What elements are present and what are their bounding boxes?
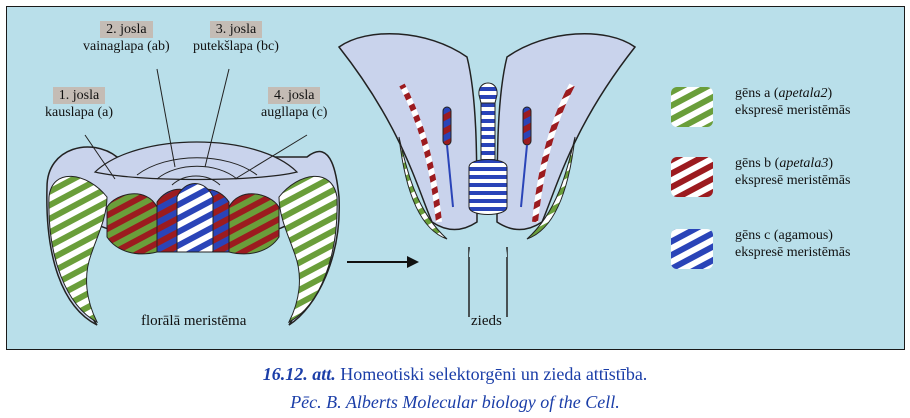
development-arrow	[347, 256, 419, 268]
flower-label: zieds	[471, 313, 502, 329]
legend-swatches	[671, 87, 713, 269]
legend-gene-name: apetala2	[778, 86, 828, 101]
zone-label-2: 2. josla vainaglapa (ab)	[83, 21, 170, 55]
flower-right-sepal	[526, 136, 576, 240]
zone-pointer-lines	[84, 68, 308, 180]
legend-gene-name: apetala3	[779, 156, 829, 171]
flower-left-sepal	[398, 136, 448, 240]
zone-number: 1. josla	[52, 87, 106, 104]
flower-graphic	[337, 32, 637, 317]
flower-carpel	[468, 82, 508, 215]
meristem-label: florālā meristēma	[141, 313, 247, 329]
legend-item-gene-a: gēns a (apetala2) ekspresē meristēmās	[735, 85, 850, 119]
zone1-left-sepal-region	[48, 175, 108, 324]
legend-swatch-gene-a	[671, 87, 713, 127]
zone2-left-petal-region	[106, 193, 158, 255]
zone1-right-sepal-region	[278, 175, 338, 324]
legend-gene-description: ekspresē meristēmās	[735, 173, 851, 188]
legend-item-gene-b: gēns b (apetala3) ekspresē meristēmās	[735, 155, 850, 189]
figure-title: Homeotiski selektorgēni un zieda attīstī…	[335, 364, 648, 384]
legend-swatch-gene-c	[671, 229, 713, 269]
zone-name: putekšlapa (bc)	[193, 39, 279, 54]
zone-label-3: 3. josla putekšlapa (bc)	[193, 21, 279, 55]
zone-number: 4. josla	[268, 87, 321, 104]
zone-name: augllapa (c)	[261, 105, 328, 120]
legend-gene-prefix: gēns a (	[735, 86, 779, 101]
legend-gene-suffix: )	[828, 156, 833, 171]
zone-name: kauslapa (a)	[45, 105, 114, 120]
zone2-right-petal-region	[228, 193, 280, 255]
figure-panel: 1. josla kauslapa (a) 2. josla vainaglap…	[6, 6, 905, 350]
legend-swatch-gene-b	[671, 157, 713, 197]
legend-gene-prefix: gēns b (	[735, 156, 780, 171]
flower-left-petal	[337, 32, 478, 231]
flower-stamens	[442, 106, 532, 208]
zone4-carpel-region	[176, 183, 214, 253]
flower-right-petal	[496, 32, 637, 231]
legend-gene-suffix: )	[827, 86, 833, 101]
figure-source: Pēc. B. Alberts Molecular biology of the…	[290, 392, 620, 412]
zone-label-1: 1. josla kauslapa (a)	[45, 87, 113, 121]
diagram-svg	[46, 32, 713, 326]
zone-label-4: 4. josla augllapa (c)	[261, 87, 327, 121]
legend-item-gene-c: gēns c (agamous) ekspresē meristēmās	[735, 227, 850, 261]
figure-number: 16.12. att.	[262, 364, 336, 384]
legend-gene-description: ekspresē meristēmās	[735, 103, 851, 118]
legend-gene-prefix: gēns c (agamous)	[735, 228, 833, 243]
zone-number: 3. josla	[209, 21, 263, 38]
floral-meristem-graphic	[46, 68, 340, 326]
legend-gene-description: ekspresē meristēmās	[735, 245, 851, 260]
meristem-dome	[93, 141, 299, 181]
figure-caption: 16.12. att. Homeotiski selektorgēni un z…	[0, 364, 910, 385]
zone-name: vainaglapa (ab)	[83, 39, 170, 54]
zone-number: 2. josla	[100, 21, 153, 38]
